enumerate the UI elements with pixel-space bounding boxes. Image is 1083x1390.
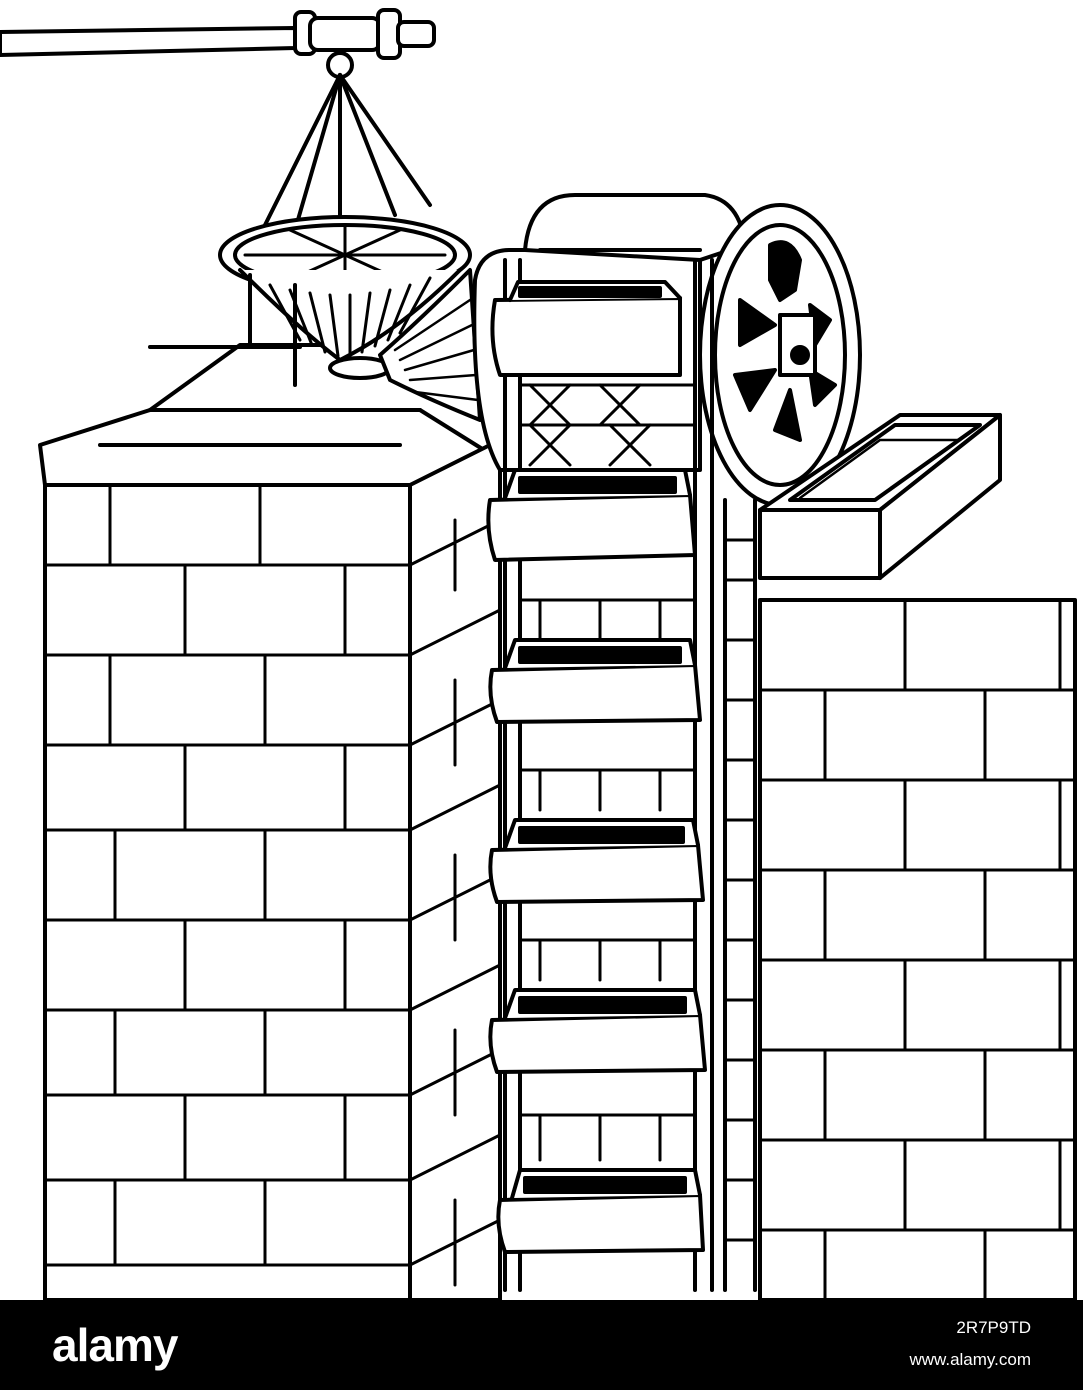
bucket-2 <box>486 468 697 562</box>
illustration <box>0 8 1077 1300</box>
watermark-footer: alamy 2R7P9TD www.alamy.com <box>0 1300 1083 1390</box>
bucket-5 <box>488 988 707 1074</box>
drive-shaft <box>0 8 436 60</box>
discharge-trough <box>758 413 1002 580</box>
brand-logo: alamy <box>52 1319 178 1371</box>
hanging-basket <box>218 51 482 422</box>
right-brick-wall <box>758 598 1077 1300</box>
image-id: 2R7P9TD <box>956 1318 1031 1337</box>
bucket-3 <box>488 638 702 724</box>
bucket-4 <box>488 818 705 904</box>
bucket-6 <box>496 1168 705 1254</box>
left-brick-wall <box>38 343 502 1300</box>
site-url: www.alamy.com <box>909 1350 1031 1369</box>
bucket-elevator <box>486 258 757 1292</box>
bucket-1 <box>490 280 682 377</box>
